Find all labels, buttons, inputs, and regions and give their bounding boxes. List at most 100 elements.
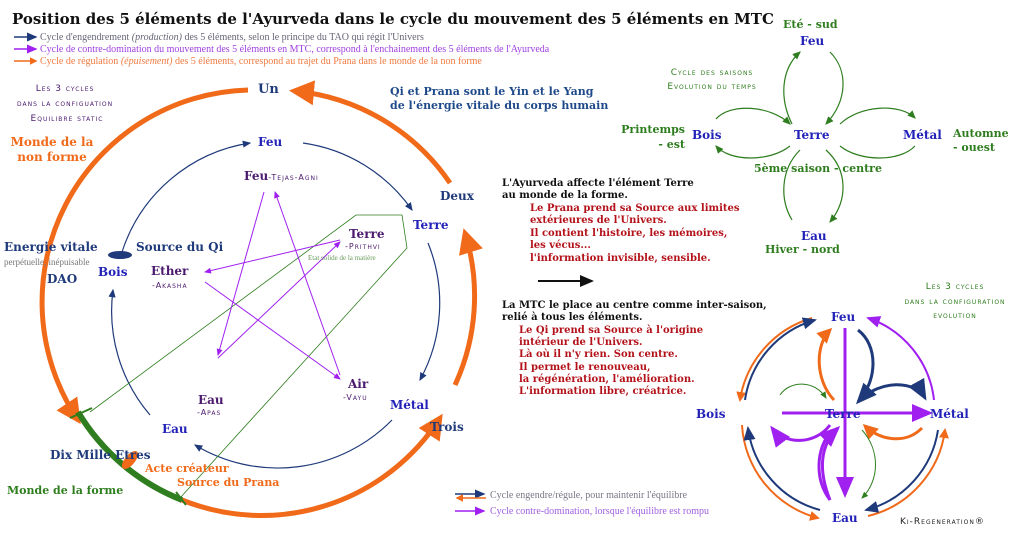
energie-vitale: Energie vitale (4, 240, 98, 254)
source-qi: Source du Qi (136, 240, 224, 254)
legend-regulation: Cycle de régulation (épuisement) des 5 é… (40, 56, 482, 67)
mtc-terre: Terre (413, 218, 449, 232)
diagram-path (181, 413, 443, 519)
diagram-path (302, 142, 413, 211)
etat-solide: Etat solide de la matière (308, 254, 376, 262)
printemps: Printemps- est (621, 123, 686, 151)
source-qi-marker (108, 251, 132, 259)
diagram-path (121, 140, 252, 253)
diagram-line (217, 241, 341, 359)
top-legend: Cycle d'engendrement (production) des 5 … (14, 32, 550, 67)
diagram-path (867, 428, 949, 517)
diagram-path (818, 425, 841, 501)
cinquieme-saison: 5ème saison - centre (754, 162, 882, 175)
diagram-path (864, 429, 939, 513)
legend-engendre-regule: Cycle engendre/régule, pour maintenir l'… (490, 490, 688, 501)
diagram-path (744, 317, 817, 401)
evo-eau: Eau (832, 511, 858, 525)
mtc-eau: Eau (162, 422, 188, 436)
diagram-path (715, 107, 791, 125)
season-eau: Eau (801, 229, 827, 243)
dao-label: DAO (47, 272, 77, 286)
ayur-air: Air (347, 377, 369, 391)
diagram-line (69, 407, 93, 419)
diagram-path (741, 424, 820, 521)
hiver-nord: Hiver - nord (765, 243, 840, 256)
diagram-line (204, 239, 341, 274)
diagram-line (216, 191, 265, 356)
diagram-path (770, 424, 832, 448)
diagram-path (39, 87, 249, 425)
mtc-feu: Feu (258, 135, 282, 149)
season-terre: Terre (794, 128, 830, 142)
evo-bois: Bois (696, 407, 726, 421)
diagram-g (204, 191, 341, 380)
diagram-line (175, 491, 187, 506)
diagram-path (783, 149, 801, 221)
ayur-ether: Ether (151, 264, 189, 278)
legend-engendrement: Cycle d'engendrement (production) des 5 … (40, 32, 424, 43)
left-labels: Les 3 cycles dans la configuation Equili… (4, 82, 608, 497)
diagram-path (866, 316, 935, 401)
dix-mille-etres: Dix Mille Etres (50, 448, 151, 462)
diagram-path (839, 145, 916, 159)
diagram-path (108, 288, 151, 416)
diagram-path (779, 383, 827, 399)
source-prana: Source du Prana (177, 476, 279, 489)
diagram-path (452, 228, 483, 387)
diagram-ellipse (121, 450, 139, 470)
diagram-path (783, 51, 801, 125)
ete-sud: Eté - sud (783, 18, 838, 31)
ayur-eau-sub: -Apas (197, 408, 221, 417)
legend-contre-domination-rompu: Cycle contre-domination, lorsque l'équil… (490, 506, 709, 517)
diagram-path (825, 51, 844, 125)
diagram-g (715, 51, 916, 223)
mtc-bois: Bois (98, 265, 128, 279)
diagram-path (861, 429, 876, 499)
legend-contre-domination: Cycle de contre-domination du mouvement … (40, 44, 550, 55)
diagram-line (204, 281, 341, 380)
diagram-path (825, 149, 844, 223)
left-diagram (39, 80, 594, 519)
page-title: Position des 5 éléments de l'Ayurveda da… (12, 10, 774, 28)
diagram-path (89, 214, 408, 499)
diagram-path (736, 317, 813, 402)
automne: Automne- ouest (952, 127, 1009, 154)
ayur-terre-sub: -Prithvi (345, 242, 381, 251)
cycles-note: Les 3 cycles dans la configuation Equili… (17, 84, 117, 124)
season-bois: Bois (692, 128, 722, 142)
credit: Ki-Regeneration® (900, 517, 985, 527)
deux-label: Deux (440, 189, 475, 203)
ayur-feu: Feu-Tejas-Agni (244, 169, 319, 183)
diagram-path (862, 423, 924, 441)
evo-terre: Terre (825, 407, 861, 421)
diagram-text: La MTC le place au centre comme inter-sa… (502, 300, 767, 323)
diagram-path (816, 327, 836, 402)
evo-feu: Feu (831, 310, 855, 324)
diagram-path (839, 107, 916, 125)
trois-label: Trois (430, 420, 464, 434)
diagram-path (419, 242, 441, 382)
ayur-eau: Eau (198, 393, 224, 407)
ayur-terre: Terre (349, 227, 385, 241)
monde-forme: Monde de la forme (7, 484, 123, 497)
ayur-air-sub: -Vayu (343, 393, 368, 402)
diagram-path (193, 419, 393, 469)
season-metal: Métal (903, 128, 942, 142)
un-label: Un (258, 82, 279, 97)
diagram-path (858, 377, 927, 402)
ayur-ether-sub: -Akasha (152, 281, 188, 290)
energie-sub: perpétuelle, inépuisable (4, 257, 89, 267)
diagram-path (743, 426, 821, 511)
